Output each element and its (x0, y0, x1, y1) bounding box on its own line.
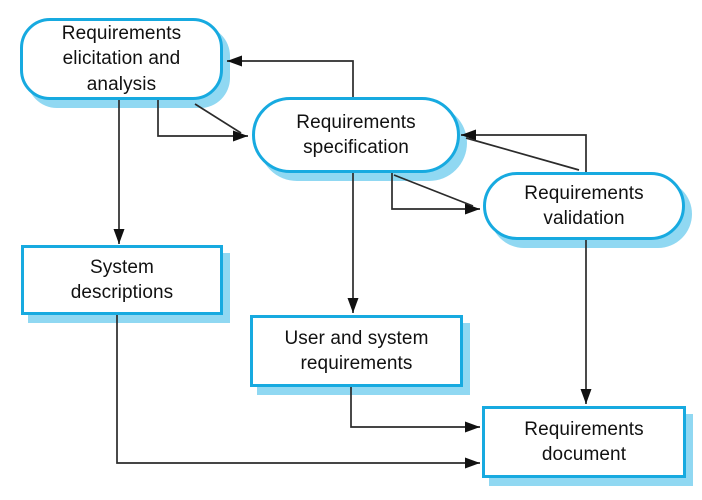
node-label: Requirements document (524, 418, 644, 465)
node-label: Requirements validation (524, 182, 644, 229)
node-requirements-document: Requirements document (482, 406, 686, 478)
edge-user-system-requirements-to-requirements-document (350, 387, 480, 433)
node-user-and-system-requirements: User and system requirements (250, 315, 463, 387)
node-label: User and system requirements (284, 327, 429, 374)
node-label: System descriptions (70, 256, 174, 303)
edge-specification-to-elicitation (227, 55, 354, 97)
node-requirements-specification: Requirements specification (252, 97, 460, 173)
edge-validation-to-specification (461, 129, 587, 172)
node-requirements-validation: Requirements validation (483, 172, 685, 240)
node-requirements-elicitation-and-analysis: Requirements elicitation and analysis (20, 18, 223, 100)
edge-specification-to-validation (391, 173, 480, 215)
node-label: Requirements specification (296, 111, 416, 158)
node-label: Requirements elicitation and analysis (61, 23, 182, 95)
edge-elicitation-to-specification (157, 100, 248, 142)
node-system-descriptions: System descriptions (21, 245, 223, 315)
